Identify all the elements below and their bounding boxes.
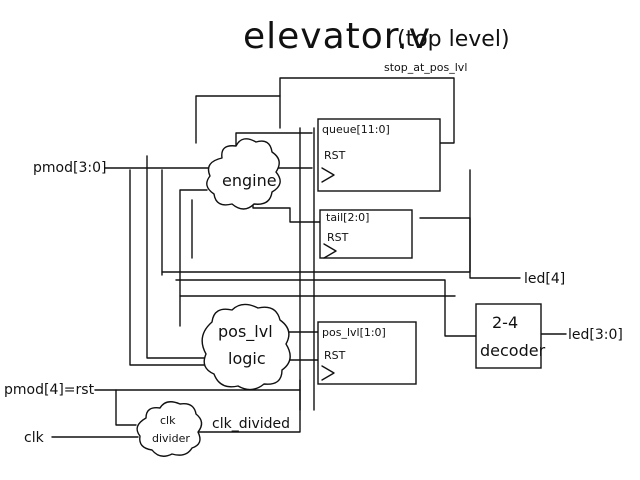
led4-output-label: led[4]	[524, 271, 565, 287]
queue-register: queue[11:0] RST	[317, 118, 441, 192]
tail-register: tail[2:0] RST	[319, 209, 413, 259]
diagram-title: elevator.v	[243, 16, 431, 57]
pos-lvl-register: pos_lvl[1:0] RST	[317, 321, 417, 385]
diagram-subtitle: (top level)	[397, 27, 510, 52]
pmod-input-label: pmod[3:0]	[33, 160, 106, 176]
pos-lvl-register-reset: RST	[324, 349, 346, 362]
queue-register-name: queue[11:0]	[322, 123, 390, 136]
engine-label: engine	[222, 171, 277, 190]
pos-lvl-logic-line2: logic	[228, 349, 266, 368]
led30-output-label: led[3:0]	[568, 327, 623, 343]
clk-divider-line1: clk	[160, 414, 176, 427]
clk-input-label: clk	[24, 430, 45, 446]
clk-divider-line2: divider	[152, 432, 190, 445]
pos-lvl-logic-line1: pos_lvl	[218, 322, 273, 342]
tail-register-name: tail[2:0]	[326, 211, 369, 224]
decoder-line2: decoder	[480, 341, 546, 360]
decoder-line1: 2-4	[492, 313, 518, 332]
decoder-block: 2-4 decoder	[475, 303, 546, 369]
tail-register-reset: RST	[327, 231, 349, 244]
rst-input-label: pmod[4]=rst	[4, 382, 95, 398]
pos-lvl-logic-cloud: pos_lvl logic	[201, 303, 291, 391]
engine-cloud: engine	[206, 138, 281, 210]
pos-lvl-register-name: pos_lvl[1:0]	[322, 326, 386, 339]
clk-divided-label: clk_divided	[212, 416, 290, 432]
wires	[51, 77, 567, 438]
stop-at-pos-lvl-label: stop_at_pos_lvl	[384, 61, 467, 74]
clk-divider-cloud: clk divider	[136, 401, 203, 457]
queue-register-reset: RST	[324, 149, 346, 162]
